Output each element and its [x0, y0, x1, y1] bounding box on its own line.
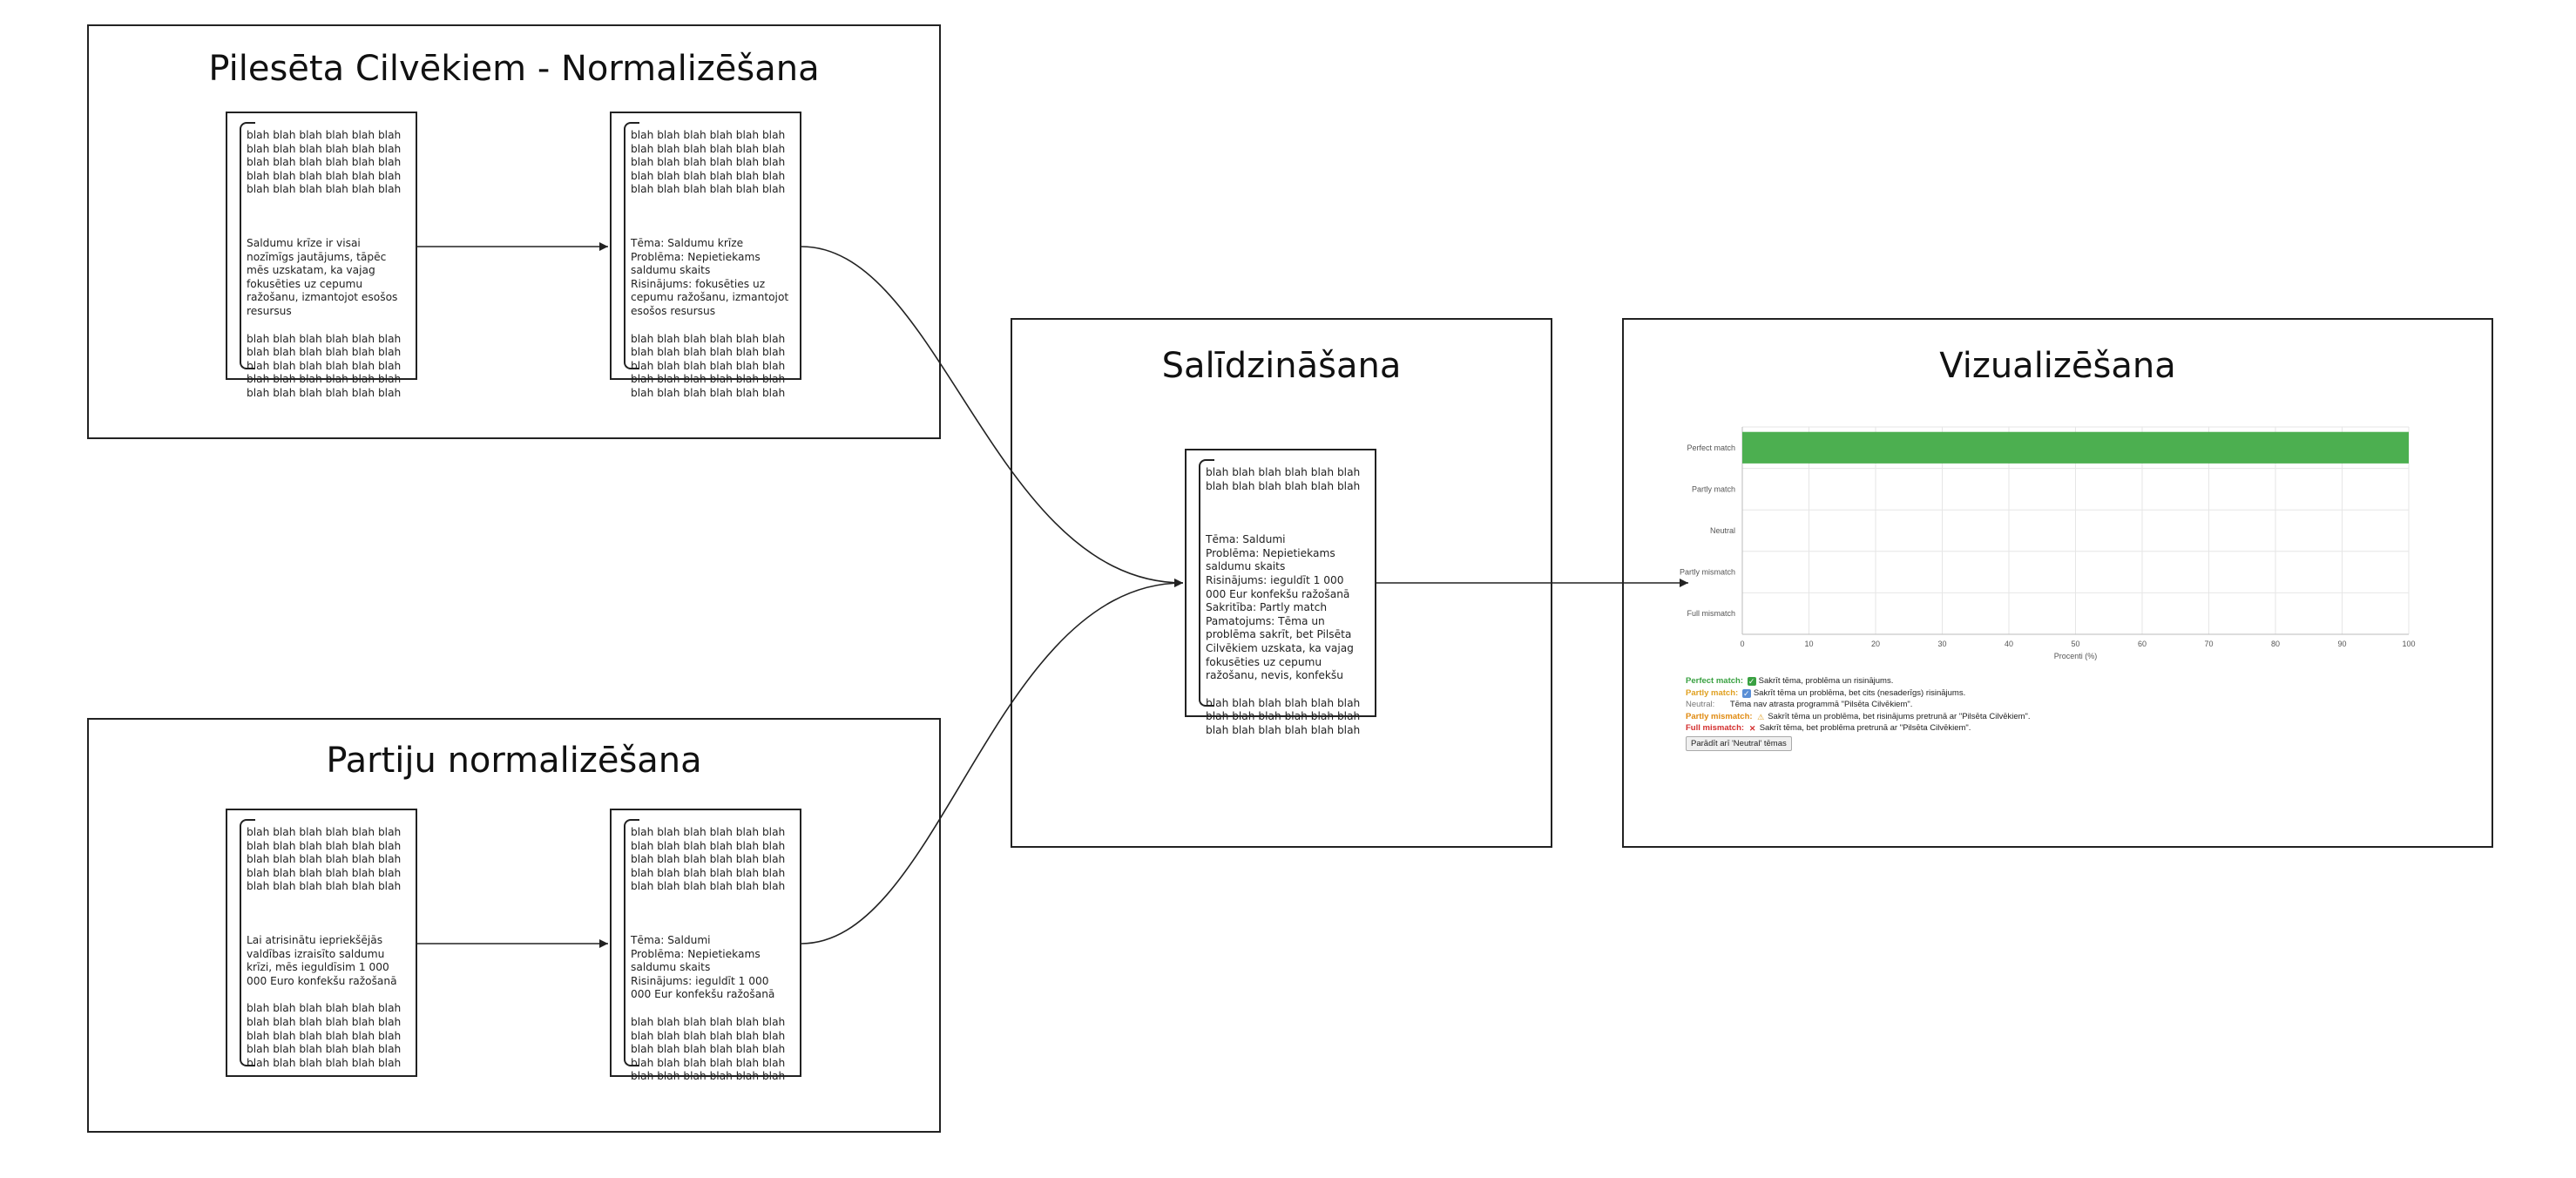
x-tick-label: 60 [2138, 640, 2147, 648]
doc-bracket-icon [240, 122, 255, 369]
doc-party-input: blah blah blah blah blah blah blah blah … [226, 809, 417, 1077]
cross-icon: ✕ [1748, 724, 1756, 733]
legend-key-full-mismatch: Full mismatch: [1686, 723, 1745, 733]
panel-visualization: Vizualizēšana [1622, 318, 2493, 848]
blank-icon [1719, 699, 1727, 707]
x-tick-label: 70 [2204, 640, 2213, 648]
x-tick-label: 0 [1740, 640, 1744, 648]
doc-filler-top: blah blah blah blah blah blah blah blah … [1206, 466, 1364, 492]
doc-filler-top: blah blah blah blah blah blah blah blah … [631, 129, 789, 196]
legend-row-neutral: Neutral: Tēma nav atrasta programmā "Pil… [1686, 699, 2031, 711]
doc-filler-bottom: blah blah blah blah blah blah blah blah … [247, 1002, 405, 1069]
legend-row-partly: Partly match: ✓Sakrīt tēma un problēma, … [1686, 687, 2031, 700]
doc-filler-bottom: blah blah blah blah blah blah blah blah … [631, 332, 789, 399]
legend-text-partly: Sakrīt tēma un problēma, bet cits (nesad… [1753, 687, 1966, 698]
doc-bracket-icon [624, 819, 639, 1066]
doc-filler-bottom: blah blah blah blah blah blah blah blah … [1206, 696, 1364, 736]
doc-content: Tēma: Saldumi Problēma: Nepietiekams sal… [1206, 533, 1354, 682]
doc-filler-bottom: blah blah blah blah blah blah blah blah … [247, 332, 405, 399]
chart-legend: Perfect match: ✓Sakrīt tēma, problēma un… [1686, 675, 2031, 751]
legend-key-neutral: Neutral: [1686, 700, 1715, 709]
x-tick-label: 50 [2071, 640, 2079, 648]
x-tick-label: 40 [2005, 640, 2013, 648]
doc-filler-top: blah blah blah blah blah blah blah blah … [247, 826, 405, 893]
legend-text-perfect: Sakrīt tēma, problēma un risinājums. [1758, 676, 1894, 686]
doc-bracket-icon [1199, 459, 1214, 707]
warning-icon: ⚠ [1757, 712, 1765, 721]
legend-key-perfect: Perfect match: [1686, 676, 1743, 686]
x-tick-label: 80 [2271, 640, 2280, 648]
x-tick-label: 30 [1937, 640, 1946, 648]
bar [1742, 431, 2409, 464]
category-label: Full mismatch [1687, 609, 1735, 618]
doc-filler-bottom: blah blah blah blah blah blah blah blah … [631, 1015, 789, 1083]
panel-comparison-title: Salīdzināšana [1161, 346, 1402, 386]
doc-filler-top: blah blah blah blah blah blah blah blah … [631, 826, 789, 893]
doc-party-output: blah blah blah blah blah blah blah blah … [610, 809, 801, 1082]
panel-party-title: Partiju normalizēšana [326, 741, 702, 781]
category-label: Partly match [1692, 484, 1735, 493]
legend-key-partly: Partly match: [1686, 687, 1739, 698]
doc-content: Tēma: Saldumu krīze Problēma: Nepietieka… [631, 236, 789, 317]
legend-key-partly-mismatch: Partly mismatch: [1686, 711, 1753, 721]
category-label: Perfect match [1687, 443, 1735, 452]
chart-x-axis-title: Procenti (%) [2053, 652, 2098, 660]
legend-text-full-mismatch: Sakrīt tēma, bet problēma pretrunā ar "P… [1759, 723, 1971, 733]
doc-city-output: blah blah blah blah blah blah blah blah … [610, 112, 801, 399]
x-tick-label: 90 [2337, 640, 2346, 648]
show-neutral-button[interactable]: Parādīt arī 'Neutral' tēmas [1686, 735, 1792, 751]
x-tick-label: 10 [1804, 640, 1813, 648]
legend-row-perfect: Perfect match: ✓Sakrīt tēma, problēma un… [1686, 675, 2031, 687]
doc-content: Saldumu krīze ir visai nozīmīgs jautājum… [247, 236, 402, 317]
legend-text-neutral: Tēma nav atrasta programmā "Pilsēta Cilv… [1729, 700, 1913, 709]
doc-bracket-icon [624, 122, 639, 369]
ballot-check-icon: ✓ [1741, 688, 1751, 698]
legend-row-partly-mismatch: Partly mismatch: ⚠Sakrīt tēma un problēm… [1686, 711, 2031, 723]
legend-row-full-mismatch: Full mismatch: ✕Sakrīt tēma, bet problēm… [1686, 722, 2031, 735]
panel-city-title: Pilesēta Cilvēkiem - Normalizēšana [208, 49, 820, 89]
doc-comparison: blah blah blah blah blah blah blah blah … [1185, 449, 1376, 736]
doc-content: Lai atrisinātu iepriekšējās valdības izr… [247, 933, 397, 987]
doc-filler-top: blah blah blah blah blah blah blah blah … [247, 129, 405, 196]
arrow-city-output-to-comparison [801, 246, 1184, 587]
panel-visualization-title: Vizualizēšana [1939, 346, 2176, 386]
doc-content: Tēma: Saldumi Problēma: Nepietiekams sal… [631, 933, 775, 1001]
legend-text-partly-mismatch: Sakrīt tēma un problēma, bet risinājums … [1768, 711, 2031, 721]
arrow-party-output-to-comparison [801, 579, 1184, 944]
doc-city-input: blah blah blah blah blah blah blah blah … [226, 112, 417, 399]
category-label: Neutral [1710, 526, 1735, 535]
check-box-icon: ✓ [1747, 677, 1756, 686]
x-tick-label: 20 [1871, 640, 1880, 648]
category-label: Partly mismatch [1680, 568, 1735, 577]
x-tick-label: 100 [2402, 640, 2415, 648]
doc-bracket-icon [240, 819, 255, 1066]
